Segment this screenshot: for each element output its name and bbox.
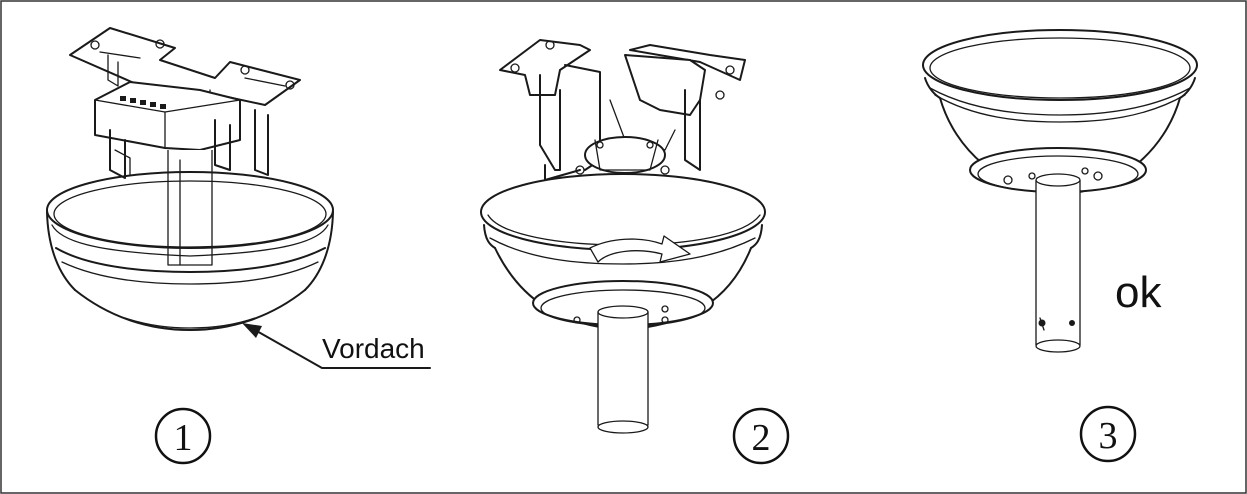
ok-label: ok xyxy=(1115,268,1162,317)
step-3-number: 3 xyxy=(1099,415,1118,457)
downrod-3 xyxy=(1035,173,1081,353)
rotation-arrow xyxy=(589,235,691,263)
step-1-number: 1 xyxy=(174,417,193,459)
downrod-2 xyxy=(597,305,649,434)
step-2-badge: 2 xyxy=(732,407,790,465)
canopy-bowl-1 xyxy=(46,171,334,331)
step-1-illustration: Vordach 1 xyxy=(46,27,431,465)
canopy-callout-arrow xyxy=(242,323,431,369)
canopy-ring-3 xyxy=(969,147,1147,193)
step-2-illustration: 2 xyxy=(480,39,790,465)
step-1-badge: 1 xyxy=(154,407,212,465)
step-3-illustration: ok 3 xyxy=(922,29,1198,463)
canopy-ring-2 xyxy=(532,280,714,327)
step-3-badge: 3 xyxy=(1079,405,1137,463)
canopy-dome-2 xyxy=(480,173,766,331)
motor-housing-1 xyxy=(94,81,269,179)
hanger-ball-2 xyxy=(575,136,670,175)
canopy-label: Vordach xyxy=(322,333,425,364)
step-2-number: 2 xyxy=(752,417,771,459)
